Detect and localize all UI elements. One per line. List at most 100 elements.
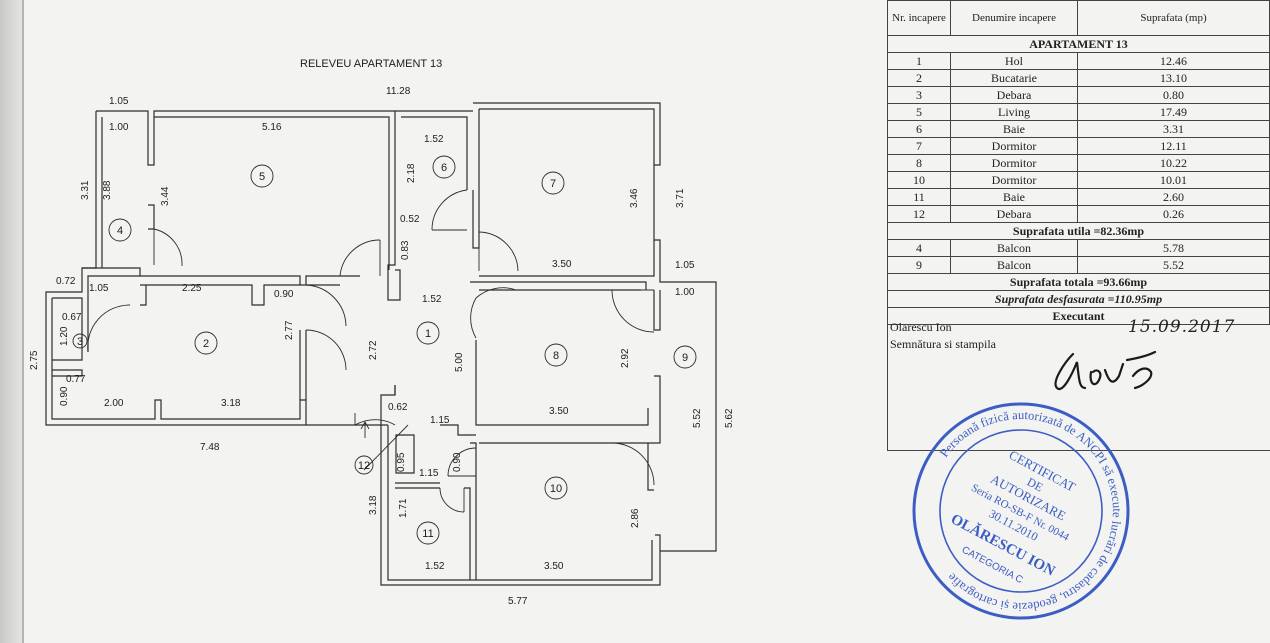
dim-label: 3.44 — [160, 186, 171, 206]
room-marker: 12 — [354, 455, 374, 475]
dim-label: 0.67 — [62, 312, 82, 323]
dim-label: 1.00 — [109, 122, 129, 133]
dim-label: 1.00 — [675, 287, 695, 298]
svg-text:9: 9 — [682, 352, 688, 364]
executor-heading: Executant — [887, 307, 1270, 325]
room-marker: 8 — [544, 343, 568, 367]
dim-label: 5.00 — [454, 352, 465, 372]
signature-label: Semnătura si stampila — [890, 337, 996, 351]
dim-label: 5.52 — [692, 408, 703, 428]
room-marker: 1 — [416, 321, 440, 345]
dim-label: 1.52 — [425, 561, 445, 572]
col-header-area: Suprafata (mp) — [1077, 0, 1270, 36]
svg-text:1: 1 — [425, 328, 431, 340]
svg-text:12: 12 — [358, 460, 370, 472]
dim-label: 1.20 — [59, 326, 70, 346]
dim-label: 1.05 — [89, 283, 109, 294]
plan-walls — [45, 102, 717, 586]
dim-label: 2.86 — [630, 508, 641, 528]
room-marker: 11 — [416, 521, 440, 545]
plan-dimensions: 11.28 1.05 1.00 5.16 3.31 3.88 3.44 1.52… — [29, 86, 735, 607]
dim-label: 1.15 — [419, 468, 439, 479]
plan-doors — [87, 189, 655, 513]
dim-label: 3.18 — [221, 398, 241, 409]
svg-text:8: 8 — [553, 350, 559, 362]
room-marker: 4 — [108, 218, 132, 242]
dim-label: 1.05 — [109, 96, 129, 107]
dim-label: 1.52 — [424, 134, 444, 145]
floor-plan: RELEVEU APARTAMENT 13 — [29, 58, 735, 607]
dim-label: 5.62 — [724, 408, 735, 428]
svg-text:4: 4 — [117, 225, 123, 237]
stamp-line: DE — [1025, 475, 1046, 495]
dim-label: 5.16 — [262, 122, 282, 133]
dim-label: 5.77 — [508, 596, 528, 607]
dim-label: 2.00 — [104, 398, 124, 409]
room-marker: 9 — [673, 345, 697, 369]
dim-label: 3.50 — [544, 561, 564, 572]
dim-label: 1.71 — [398, 498, 409, 518]
dim-label: 2.75 — [29, 350, 40, 370]
sheet-edge — [0, 0, 22, 643]
dim-label: 3.31 — [80, 180, 91, 200]
svg-text:6: 6 — [441, 162, 447, 174]
dim-label: 3.71 — [675, 188, 686, 208]
svg-text:10: 10 — [550, 483, 562, 495]
room-marker: 3 — [72, 333, 88, 349]
sheet-fold — [22, 0, 24, 643]
plan-title: RELEVEU APARTAMENT 13 — [300, 58, 442, 70]
dim-label: 3.88 — [102, 180, 113, 200]
dim-label: 7.48 — [200, 442, 220, 453]
executor-name: Olarescu Ion — [890, 320, 952, 334]
dim-label: 0.83 — [400, 240, 411, 260]
dim-label: 2.92 — [620, 348, 631, 368]
dim-label: 2.77 — [284, 320, 295, 340]
dim-label: 11.28 — [386, 86, 411, 97]
plan-rooms: 1 2 3 4 5 6 7 8 9 10 11 12 — [72, 155, 697, 545]
executor-section: Olarescu Ion Semnătura si stampila 15.09… — [887, 317, 1270, 451]
section-title: APARTAMENT 13 — [887, 35, 1270, 53]
dim-label: 2.72 — [368, 340, 379, 360]
col-header-name: Denumire incapere — [950, 0, 1078, 36]
dim-label: 0.90 — [452, 452, 463, 472]
svg-text:7: 7 — [550, 178, 556, 190]
useful-area: Suprafata utila =82.36mp — [887, 222, 1270, 240]
dim-label: 1.15 — [430, 415, 450, 426]
room-marker: 10 — [544, 476, 568, 500]
total-area: Suprafata totala =93.66mp — [887, 273, 1270, 291]
dim-label: 3.18 — [368, 495, 379, 515]
dim-label: 3.46 — [629, 188, 640, 208]
dim-label: 1.52 — [422, 294, 442, 305]
dim-label: 0.77 — [66, 374, 86, 385]
built-area: Suprafata desfasurata =110.95mp — [887, 290, 1270, 308]
dim-label: 2.18 — [406, 163, 417, 183]
dim-label: 0.90 — [59, 386, 70, 406]
handwritten-date: 15.09.2017 — [1128, 317, 1236, 337]
svg-text:2: 2 — [203, 338, 209, 350]
dim-label: 0.62 — [388, 402, 408, 413]
svg-text:5: 5 — [259, 171, 265, 183]
col-header-nr: Nr. incapere — [887, 0, 951, 36]
dim-label: 0.95 — [396, 452, 407, 472]
dim-label: 0.72 — [56, 276, 76, 287]
dim-label: 0.52 — [400, 214, 420, 225]
dim-label: 0.90 — [274, 289, 294, 300]
room-marker: 2 — [194, 331, 218, 355]
official-stamp: Persoană fizică autorizată de ANCPI să e… — [908, 398, 1134, 624]
room-marker: 5 — [250, 164, 274, 188]
dim-label: 3.50 — [549, 406, 569, 417]
area-table: Nr. incapere Denumire incapere Suprafata… — [887, 0, 1270, 325]
room-marker: 6 — [432, 155, 456, 179]
